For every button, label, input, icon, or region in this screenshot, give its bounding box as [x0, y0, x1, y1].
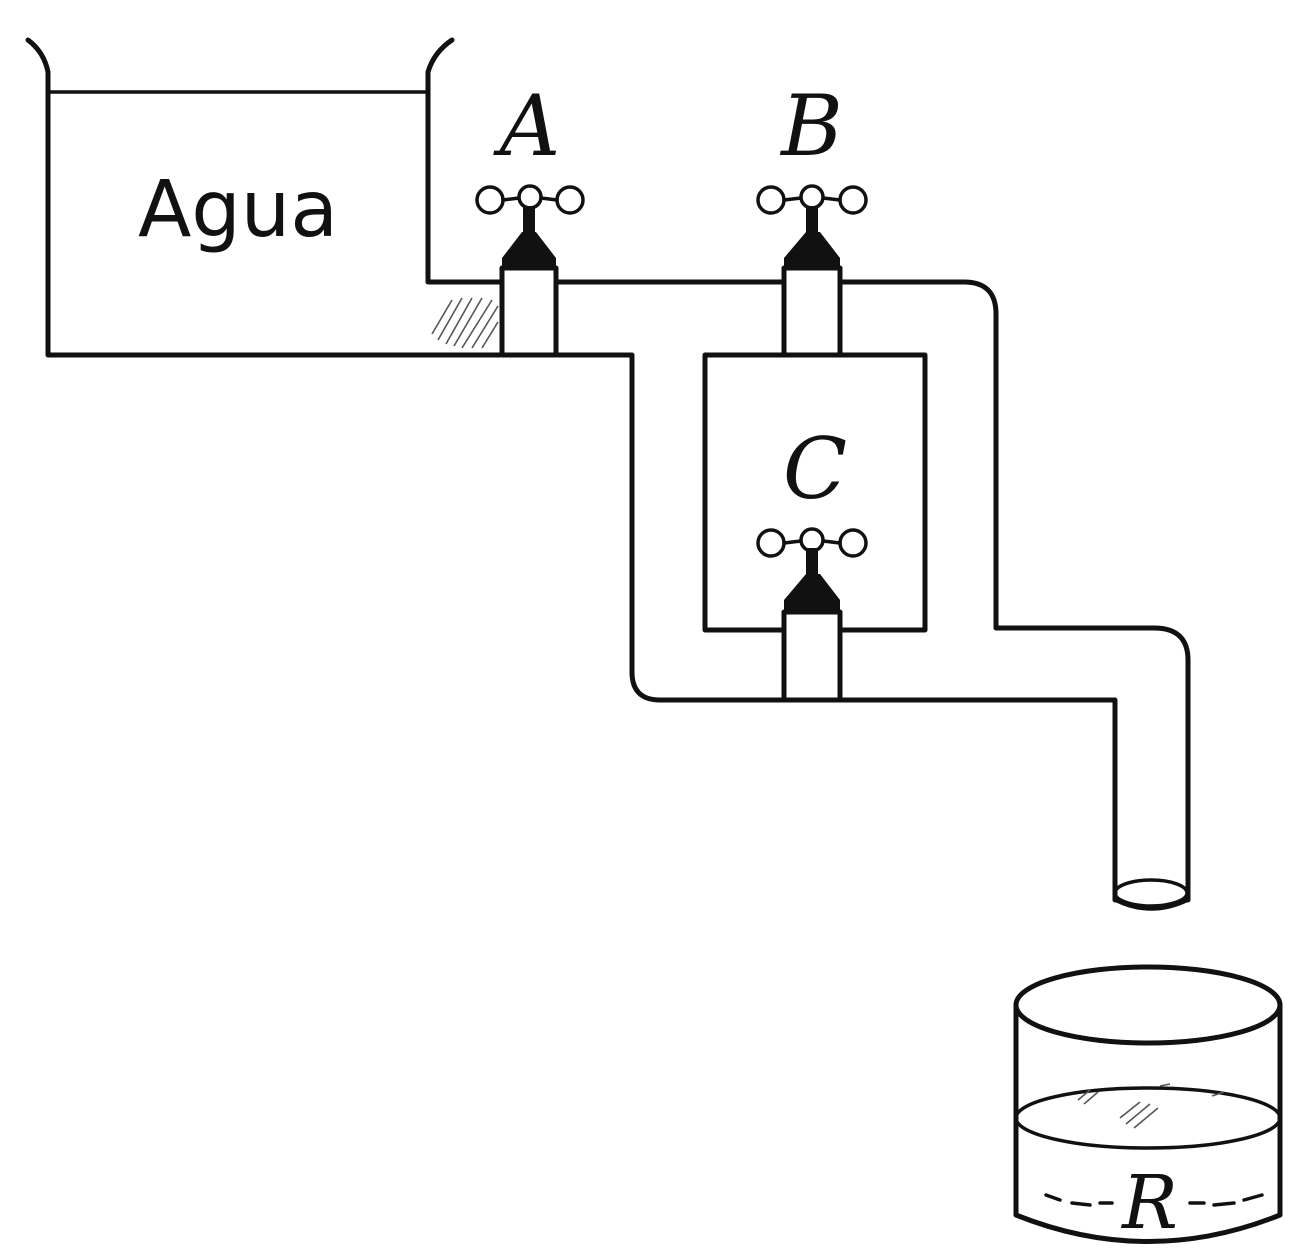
valve-c-label: C [783, 420, 847, 518]
water-tank [25, 37, 503, 358]
tank-label: Agua [138, 165, 338, 255]
valve-b [756, 184, 868, 358]
container-r-label: R [1120, 1160, 1178, 1246]
container-r [1013, 964, 1283, 1244]
valve-c [756, 527, 868, 703]
tank-outlet-shading [431, 297, 499, 349]
valve-a [475, 184, 585, 358]
valve-a-label: A [493, 77, 561, 175]
pipe-network [555, 279, 1191, 911]
valve-b-label: B [779, 77, 843, 175]
